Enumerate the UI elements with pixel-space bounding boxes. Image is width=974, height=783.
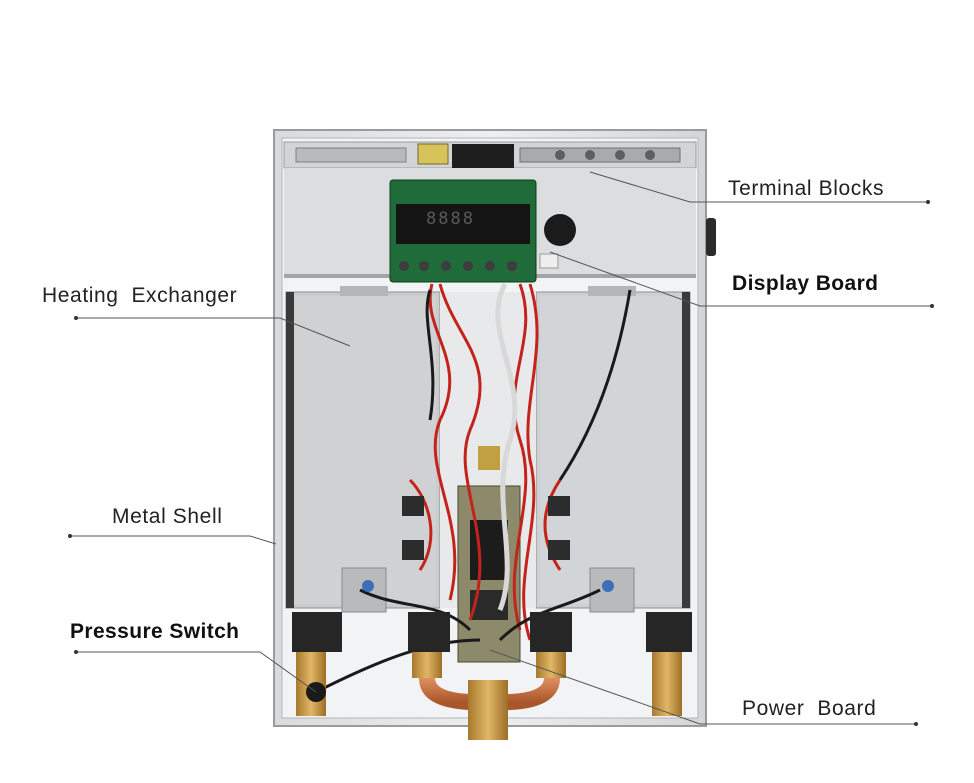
label-display-board: Display Board <box>732 272 879 295</box>
leader-lines <box>70 171 932 725</box>
power-board <box>457 446 521 663</box>
wiring <box>319 282 632 692</box>
label-pressure-switch: Pressure Switch <box>70 620 240 643</box>
thermal-switches <box>362 496 614 592</box>
label-metal-shell: Metal Shell <box>112 505 223 528</box>
leader-dots <box>68 200 934 726</box>
label-heating-exchanger: Heating Exchanger <box>42 284 238 307</box>
label-power-board: Power Board <box>742 697 877 720</box>
heating-exchanger <box>285 286 691 613</box>
terminal-blocks <box>295 143 681 168</box>
display-digits: 8888 <box>426 209 475 229</box>
label-terminal-blocks: Terminal Blocks <box>728 177 885 200</box>
display-board <box>389 179 576 283</box>
